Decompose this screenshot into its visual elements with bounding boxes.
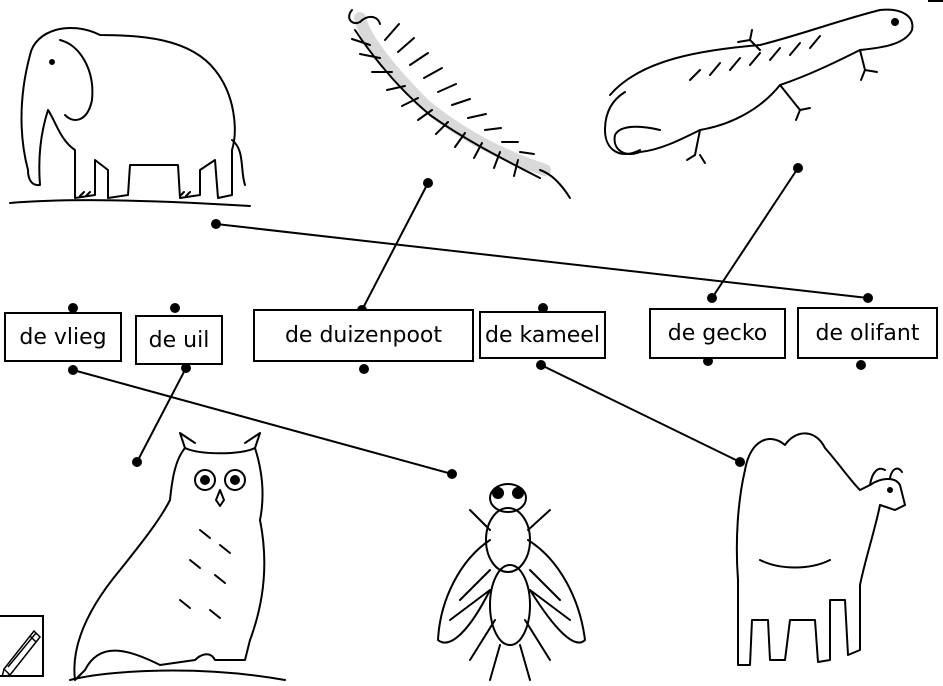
camel-icon: [735, 432, 906, 666]
dot-owl[interactable]: [132, 457, 142, 467]
word-box-vlieg[interactable]: de vlieg: [4, 312, 122, 362]
dot-centipede[interactable]: [423, 178, 433, 188]
elephant-icon: [9, 26, 251, 207]
line-olifant-elephant: [215, 223, 869, 299]
word-label: de uil: [148, 327, 210, 353]
word-label: de kameel: [485, 322, 600, 348]
dot-uil-top[interactable]: [170, 303, 180, 313]
pencil-icon: [0, 629, 42, 679]
line-kameel-camel: [540, 364, 741, 463]
dot-kameel-top[interactable]: [538, 303, 548, 313]
dot-fly[interactable]: [447, 469, 457, 479]
dot-vlieg-bottom[interactable]: [68, 365, 78, 375]
centipede-icon: [348, 9, 571, 199]
word-box-gecko[interactable]: de gecko: [649, 308, 786, 359]
word-label: de vlieg: [19, 324, 107, 350]
dot-vlieg-top[interactable]: [68, 303, 78, 313]
word-box-olifant[interactable]: de olifant: [797, 307, 938, 359]
gecko-icon: [604, 8, 914, 164]
dot-gecko-top[interactable]: [707, 293, 717, 303]
dot-olifant-top[interactable]: [863, 293, 873, 303]
dot-gecko[interactable]: [793, 163, 803, 173]
dot-duizenpoot-bottom[interactable]: [359, 364, 369, 374]
owl-icon: [69, 432, 286, 681]
line-duizenpoot-centipede: [361, 182, 429, 311]
dot-elephant[interactable]: [211, 219, 221, 229]
word-box-uil[interactable]: de uil: [135, 315, 223, 365]
corner-mark: [928, 0, 943, 7]
dot-camel[interactable]: [735, 457, 745, 467]
word-label: de olifant: [815, 320, 920, 346]
fly-icon: [437, 483, 586, 681]
line-uil-owl: [136, 367, 187, 463]
dot-kameel-bottom[interactable]: [536, 360, 546, 370]
line-vlieg-fly: [72, 369, 453, 475]
word-label: de gecko: [667, 321, 768, 346]
word-label: de duizenpoot: [284, 323, 443, 348]
line-gecko-gecko: [711, 167, 799, 299]
word-box-kameel[interactable]: de kameel: [479, 311, 606, 359]
dot-uil-bottom[interactable]: [181, 363, 191, 373]
dot-olifant-bottom[interactable]: [856, 360, 866, 370]
word-box-duizenpoot[interactable]: de duizenpoot: [253, 309, 474, 362]
pencil-box: [0, 615, 44, 679]
